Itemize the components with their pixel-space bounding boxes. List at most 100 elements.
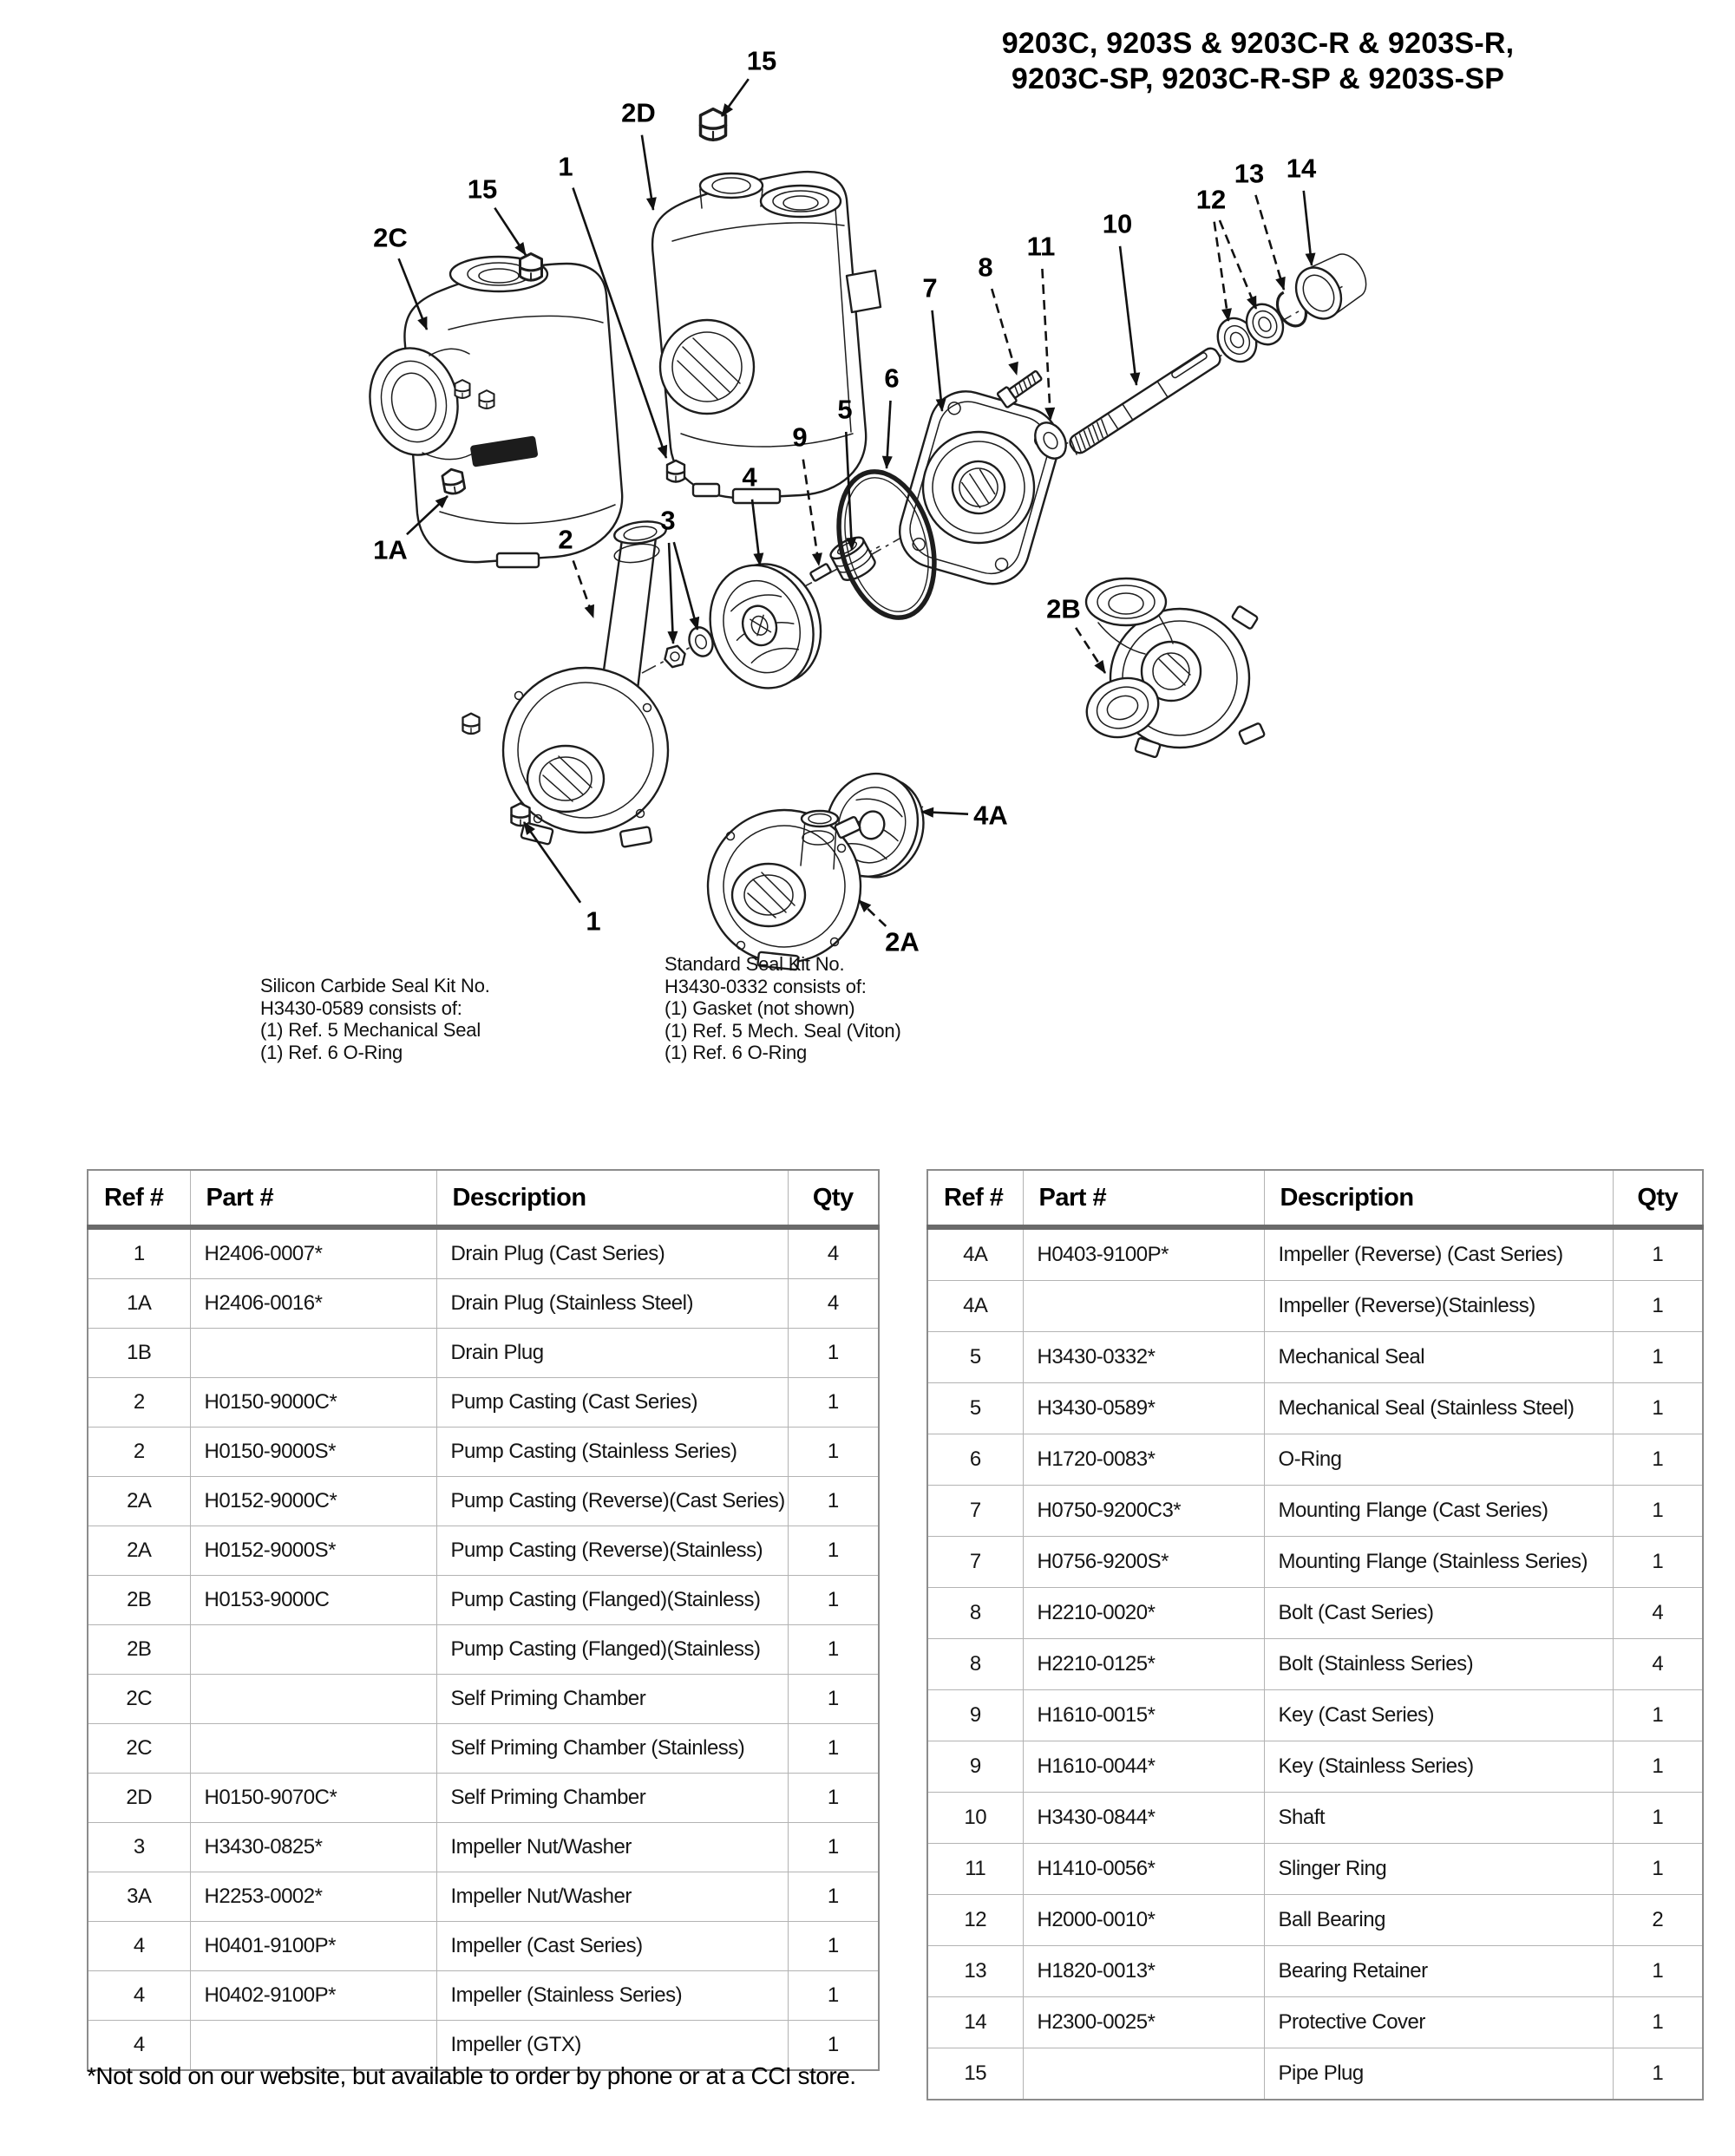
cell-desc: Key (Stainless Series) (1263, 1741, 1614, 1793)
mounting-flange-7-part (898, 390, 1060, 585)
callout-label-4: 4 (742, 462, 757, 493)
self-priming-chamber-2d-part (651, 170, 882, 505)
self-priming-chamber-2c-part (369, 255, 624, 569)
slinger-ring-11-part (1034, 421, 1067, 460)
callout-leader-15 (720, 78, 750, 117)
cell-ref: 8 (926, 1587, 1024, 1639)
callout-label-11: 11 (1027, 232, 1056, 262)
cell-ref: 5 (926, 1331, 1024, 1383)
seal-kit-line: (1) Ref. 6 O-Ring (665, 1042, 808, 1063)
cell-qty: 1 (787, 1773, 880, 1823)
cell-ref: 4A (926, 1226, 1024, 1281)
callout-leader-2c (397, 258, 429, 330)
page-title-line2: 9203C-SP, 9203C-R-SP & 9203S-SP (1011, 62, 1505, 95)
cell-part: H0150-9000C* (189, 1377, 437, 1428)
cell-part: H3430-0332* (1022, 1331, 1265, 1383)
standard-seal-kit-note: Standard Seal Kit No.H3430-0332 consists… (665, 953, 901, 1064)
cell-ref: 6 (926, 1434, 1024, 1486)
callout-leader-2 (572, 560, 595, 618)
cell-qty: 1 (1612, 1226, 1704, 1281)
column-header-qty: Qty (1612, 1169, 1704, 1230)
bolt-8-part (996, 369, 1043, 408)
callout-leader-1a (406, 495, 448, 536)
cell-ref: 15 (926, 2048, 1024, 2100)
callout-leader-3 (667, 542, 678, 644)
callout-leader-14 (1302, 190, 1316, 266)
seal-kit-line: H3430-0332 consists of: (665, 975, 867, 997)
seal-kit-line: Silicon Carbide Seal Kit No. (260, 975, 490, 996)
cell-ref: 4 (87, 1970, 191, 2021)
seal-kit-line: (1) Ref. 6 O-Ring (260, 1041, 403, 1063)
cell-desc: Pump Casting (Flanged)(Stainless) (435, 1624, 789, 1675)
cell-qty: 1 (787, 1822, 880, 1872)
cell-ref: 12 (926, 1894, 1024, 1946)
impeller-nut-3-part (664, 644, 686, 669)
cell-qty: 1 (787, 1921, 880, 1971)
cell-desc: Self Priming Chamber (435, 1674, 789, 1724)
cell-part: H0152-9000S* (189, 1526, 437, 1576)
cell-ref: 2B (87, 1624, 191, 1675)
callout-leader-3 (672, 541, 700, 630)
cell-desc: Impeller (GTX) (435, 2020, 789, 2071)
callout-leader-12 (1213, 221, 1232, 322)
cell-desc: Ball Bearing (1263, 1894, 1614, 1946)
cell-ref: 4A (926, 1280, 1024, 1332)
cell-qty: 4 (1612, 1587, 1704, 1639)
cell-qty: 2 (1612, 1894, 1704, 1946)
cell-ref: 14 (926, 1996, 1024, 2048)
cell-part: H2253-0002* (189, 1872, 437, 1922)
cell-desc: Pipe Plug (1263, 2048, 1614, 2100)
shaft-10-part (1069, 347, 1221, 455)
callout-label-15: 15 (747, 46, 776, 76)
cell-qty: 1 (787, 1624, 880, 1675)
column-header-ref: Ref # (926, 1169, 1024, 1230)
cell-desc: Mounting Flange (Cast Series) (1263, 1485, 1614, 1537)
cell-desc: Bolt (Cast Series) (1263, 1587, 1614, 1639)
seal-kit-line: Standard Seal Kit No. (665, 953, 845, 975)
callout-label-2c: 2C (373, 223, 408, 253)
cell-part: H1820-0013* (1022, 1945, 1265, 1997)
brand-label-mark (470, 435, 538, 467)
cell-ref: 9 (926, 1741, 1024, 1793)
cell-part (189, 1723, 437, 1774)
callout-label-6: 6 (884, 363, 899, 394)
cell-qty: 1 (1612, 1996, 1704, 2048)
callout-leader-9 (802, 459, 822, 566)
cell-qty: 1 (1612, 1792, 1704, 1844)
callout-leader-5 (844, 431, 857, 551)
cell-part: H2000-0010* (1022, 1894, 1265, 1946)
cell-ref: 2D (87, 1773, 191, 1823)
cell-part: H0152-9000C* (189, 1476, 437, 1526)
cell-part: H3430-0825* (189, 1822, 437, 1872)
callout-leader-10 (1118, 245, 1141, 386)
cell-ref: 8 (926, 1638, 1024, 1690)
column-header-desc: Description (435, 1169, 789, 1230)
callout-label-10: 10 (1103, 209, 1132, 239)
cell-qty: 1 (1612, 1434, 1704, 1486)
cell-qty: 1 (1612, 1843, 1704, 1895)
cell-ref: 10 (926, 1792, 1024, 1844)
cell-ref: 11 (926, 1843, 1024, 1895)
callout-label-9: 9 (792, 422, 807, 453)
cell-part: H1610-0015* (1022, 1689, 1265, 1741)
